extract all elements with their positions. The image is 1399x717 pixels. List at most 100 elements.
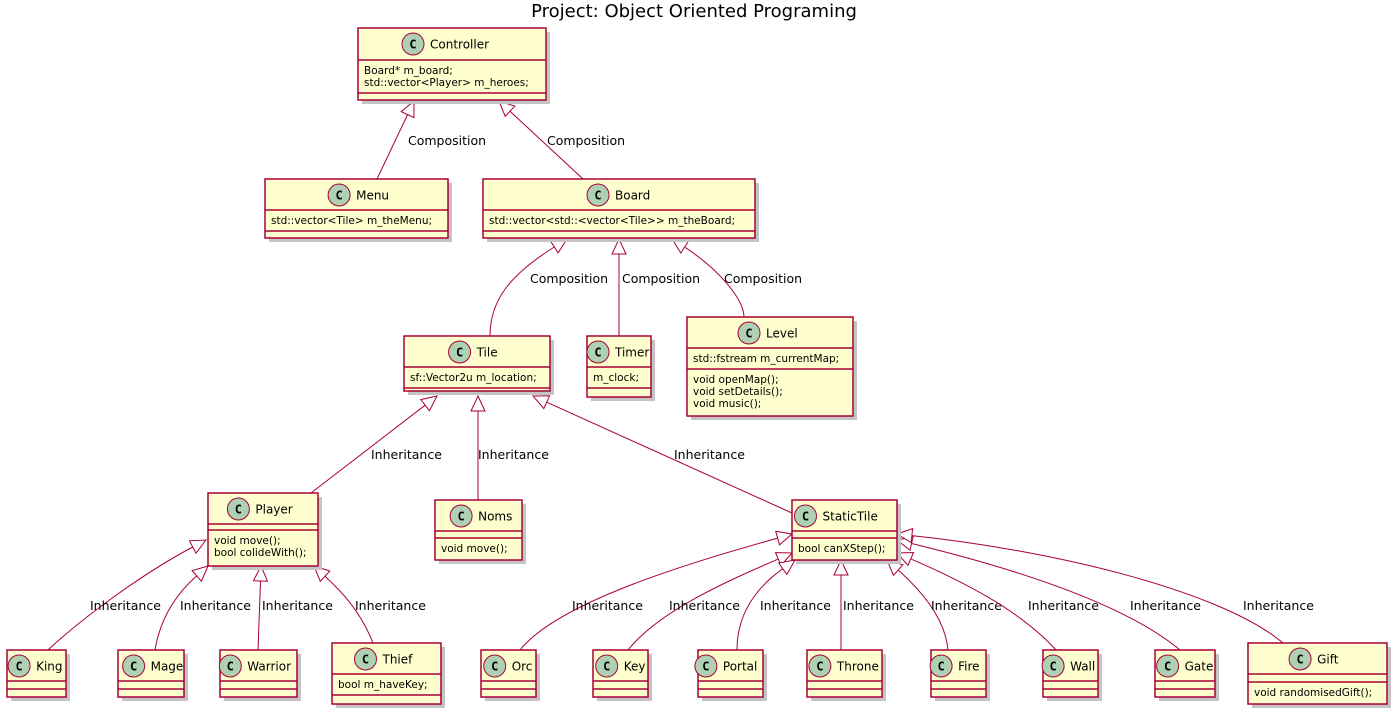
class-wall: C Wall: [1041, 649, 1102, 701]
hollow-triangle-arrowhead: [895, 551, 915, 567]
class-glyph-letter: C: [409, 38, 416, 52]
hollow-triangle-arrowhead: [531, 395, 551, 410]
relation-player-warrior: Inheritance: [252, 564, 333, 651]
relation-label: Inheritance: [669, 598, 740, 613]
relation-controller-board: Composition: [498, 100, 625, 180]
relation-statictile-gift: Inheritance: [895, 527, 1314, 644]
relation-label: Inheritance: [355, 598, 426, 613]
hollow-triangle-arrowhead: [191, 565, 209, 583]
relation-board-level: Composition: [671, 238, 802, 318]
relation-line: [684, 246, 745, 318]
class-noms: C Noms void move();: [434, 499, 526, 564]
relation-line: [310, 404, 426, 494]
hollow-triangle-arrowhead: [419, 395, 438, 412]
class-king: C King: [6, 649, 70, 701]
class-box: [482, 178, 756, 239]
class-name: Noms: [478, 510, 512, 524]
class-glyph-letter: C: [491, 660, 498, 674]
class-method: bool canXStep();: [798, 543, 885, 555]
class-name: Board: [615, 189, 650, 203]
relation-label: Composition: [724, 271, 802, 286]
class-method: void move();: [441, 543, 508, 555]
relation-statictile-wall: Inheritance: [895, 551, 1099, 651]
class-glyph-letter: C: [1049, 660, 1056, 674]
relation-line: [910, 558, 1057, 651]
relation-tile-noms: Inheritance: [470, 394, 549, 500]
class-glyph-icon: [737, 321, 761, 345]
class-name: Thief: [382, 653, 414, 667]
class-field: std::vector<Player> m_heroes;: [364, 77, 529, 89]
class-name: Throne: [836, 660, 879, 674]
relation-label: Inheritance: [371, 447, 442, 462]
class-glyph-icon: [7, 654, 31, 678]
class-name: Warrior: [247, 660, 291, 674]
class-name: Timer: [614, 346, 649, 360]
class-name: StaticTile: [823, 510, 878, 524]
relation-statictile-gate: Inheritance: [895, 536, 1201, 651]
class-name: Wall: [1070, 660, 1095, 674]
relation-line: [911, 535, 1284, 644]
relation-board-tile: Composition: [489, 238, 608, 337]
class-method: void music();: [693, 398, 761, 410]
relation-label: Inheritance: [1243, 598, 1314, 613]
class-field: std::vector<std::<vector<Tile>> m_theBoa…: [489, 215, 735, 227]
class-field: std::vector<Tile> m_theMenu;: [271, 215, 432, 227]
class-glyph-icon: [586, 183, 610, 207]
relation-label: Inheritance: [90, 598, 161, 613]
class-name: Level: [766, 327, 798, 341]
relation-line: [897, 569, 949, 651]
class-name: Fire: [958, 660, 979, 674]
class-name: Menu: [356, 189, 389, 203]
class-glyph-icon: [595, 654, 619, 678]
class-glyph-icon: [929, 654, 953, 678]
relation-label: Composition: [622, 271, 700, 286]
relation-label: Inheritance: [843, 598, 914, 613]
class-glyph-letter: C: [816, 660, 823, 674]
relation-tile-player: Inheritance: [310, 395, 442, 494]
relation-line: [519, 537, 778, 651]
class-glyph-letter: C: [802, 510, 809, 524]
class-glyph-icon: [449, 504, 473, 528]
class-name: King: [36, 660, 62, 674]
class-glyph-icon: [354, 647, 377, 671]
class-glyph-letter: C: [937, 660, 944, 674]
relation-label: Inheritance: [1130, 598, 1201, 613]
relation-label: Inheritance: [760, 598, 831, 613]
class-glyph-icon: [401, 32, 425, 56]
class-box: [686, 316, 854, 417]
class-statictile: C StaticTile bool canXStep();: [791, 499, 901, 564]
hollow-triangle-arrowhead: [833, 558, 849, 576]
hollow-triangle-arrowhead: [777, 559, 796, 576]
hollow-triangle-arrowhead: [252, 564, 269, 582]
relation-label: Composition: [530, 271, 608, 286]
class-glyph-icon: [226, 497, 250, 521]
hollow-triangle-arrowhead: [400, 99, 415, 119]
class-glyph-letter: C: [702, 660, 709, 674]
class-glyph-letter: C: [15, 660, 22, 674]
class-fire: C Fire: [929, 649, 990, 701]
relation-line: [546, 401, 793, 514]
class-glyph-letter: C: [1164, 660, 1171, 674]
class-name: Mage: [151, 660, 184, 674]
relation-line: [324, 575, 374, 644]
class-glyph-letter: C: [594, 346, 601, 360]
class-throne: C Throne: [806, 649, 886, 701]
class-glyph-icon: [1156, 654, 1180, 678]
class-glyph-icon: [448, 340, 472, 364]
class-box: [434, 499, 523, 561]
class-glyph-letter: C: [457, 510, 464, 524]
relation-line: [257, 580, 261, 651]
hollow-triangle-arrowhead: [188, 539, 208, 555]
class-box: [357, 27, 547, 101]
class-field: std::fstream m_currentMap;: [693, 353, 839, 365]
